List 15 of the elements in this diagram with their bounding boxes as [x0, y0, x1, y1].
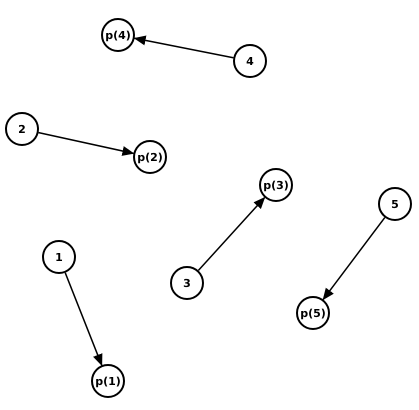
node-circle: p(2): [133, 140, 167, 174]
arrow: [134, 36, 234, 58]
node-circle: p(1): [91, 364, 125, 398]
arrow: [198, 196, 266, 271]
node-circle: 2: [5, 112, 39, 146]
node-circle: 1: [42, 240, 76, 274]
arrow: [322, 217, 386, 300]
node-circle: p(4): [101, 18, 135, 52]
node-circle: p(3): [259, 168, 293, 202]
node-circle: 4: [233, 44, 267, 78]
node-circle: p(5): [296, 296, 330, 330]
arrow: [64, 272, 102, 366]
arrow: [38, 132, 134, 156]
node-circle: 5: [378, 187, 412, 221]
node-circle: 3: [170, 266, 204, 300]
